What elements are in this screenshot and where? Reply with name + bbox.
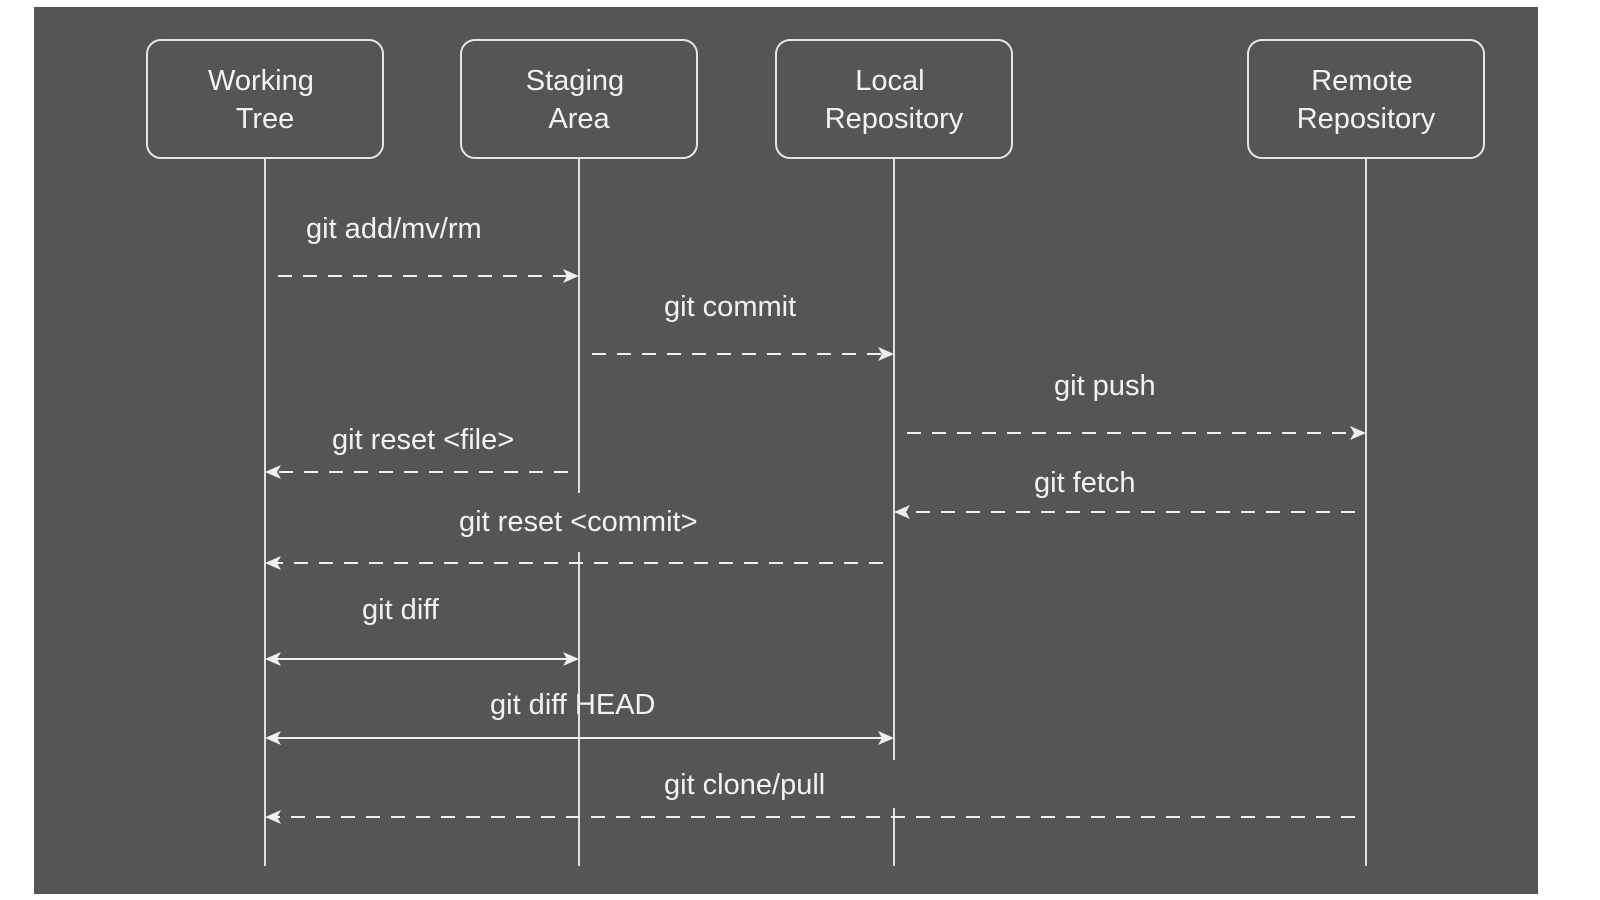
message-label-git-reset-file: git reset <file> — [332, 424, 514, 456]
message-git-diff-head: git diff HEAD — [265, 689, 894, 745]
arrowhead-right-icon — [878, 347, 894, 361]
message-label-git-diff-head: git diff HEAD — [490, 689, 655, 721]
message-label-git-push: git push — [1054, 370, 1156, 402]
arrowhead-left-icon — [265, 556, 281, 570]
lifeline-label-working-tree: Working Tree — [208, 65, 322, 135]
arrowhead-left-icon — [265, 731, 281, 745]
message-label-git-diff: git diff — [362, 594, 440, 626]
arrowhead-right-icon — [563, 269, 579, 283]
message-label-git-reset-commit: git reset <commit> — [459, 506, 698, 538]
lifeline-working-tree: Working Tree — [146, 39, 384, 866]
lifeline-box-remote-repository — [1247, 39, 1485, 159]
message-label-git-add: git add/mv/rm — [306, 213, 482, 245]
lifeline-staging-area: Staging Area — [460, 39, 698, 866]
message-git-clone-pull: git clone/pull — [265, 769, 1355, 824]
arrowhead-left-icon — [265, 810, 281, 824]
arrowhead-left-icon — [894, 505, 910, 519]
message-git-fetch: git fetch — [894, 467, 1355, 519]
message-label-git-clone-pull: git clone/pull — [664, 769, 825, 801]
message-git-reset-file: git reset <file> — [265, 424, 568, 479]
message-git-add: git add/mv/rm — [278, 213, 579, 283]
lifeline-box-local-repository — [775, 39, 1013, 159]
lifeline-label-staging-area: Staging Area — [526, 65, 632, 135]
message-git-commit: git commit — [592, 291, 894, 361]
message-git-diff: git diff — [265, 594, 579, 666]
lifeline-box-staging-area — [460, 39, 698, 159]
lifeline-label-local-repository: Local Repository — [825, 65, 964, 135]
lifeline-remote-repository: Remote Repository — [1247, 39, 1485, 866]
lifeline-label-remote-repository: Remote Repository — [1297, 65, 1436, 135]
arrowhead-right-icon — [563, 652, 579, 666]
arrowhead-right-icon — [878, 731, 894, 745]
arrowhead-left-icon — [265, 652, 281, 666]
lifeline-box-working-tree — [146, 39, 384, 159]
arrowhead-right-icon — [1350, 426, 1366, 440]
message-git-reset-commit: git reset <commit> — [265, 506, 883, 570]
message-label-git-fetch: git fetch — [1034, 467, 1136, 499]
arrowhead-left-icon — [265, 465, 281, 479]
message-label-git-commit: git commit — [664, 291, 796, 323]
lifeline-local-repository: Local Repository — [775, 39, 1013, 866]
message-git-push: git push — [907, 370, 1366, 440]
